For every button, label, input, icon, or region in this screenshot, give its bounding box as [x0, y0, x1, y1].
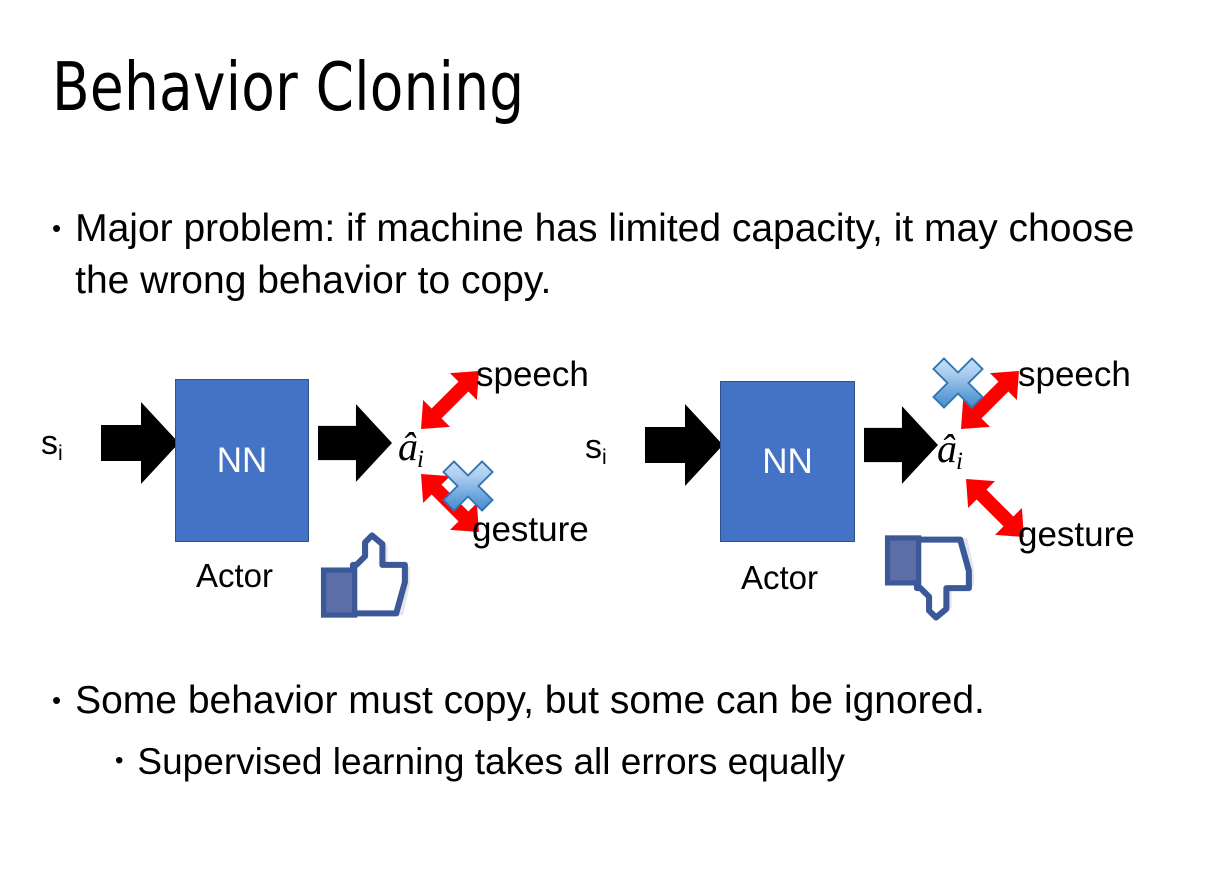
nn-box-left: NN — [175, 379, 309, 542]
actor-caption-left: Actor — [196, 557, 274, 594]
page-title: Behavior Cloning — [52, 48, 525, 126]
nn-box-label: NN — [216, 440, 268, 480]
output-action-subscript: i — [417, 446, 424, 474]
black-arrow-icon-right-out — [864, 406, 938, 484]
bullet-text: Some behavior must copy, but some can be… — [75, 679, 985, 722]
branch-label-right-gesture: gesture — [1018, 515, 1135, 554]
actor-caption-right: Actor — [741, 559, 819, 596]
bullet-item-some-behavior: • Some behavior must copy, but some can … — [52, 675, 1162, 727]
output-action-subscript: i — [956, 448, 963, 476]
thumbs-up-icon-left — [320, 532, 411, 618]
nn-box-right: NN — [720, 381, 855, 542]
branch-label-left-speech: speech — [476, 355, 589, 394]
blue-cross-icon-left-gesture — [442, 460, 494, 512]
branch-label-right-speech: speech — [1018, 355, 1131, 394]
nn-box-label: NN — [762, 441, 813, 481]
output-action-symbol: â — [398, 424, 418, 469]
thumbs-down-icon-right — [884, 535, 975, 621]
input-state-symbol: s — [585, 428, 602, 466]
input-state-symbol: s — [41, 424, 58, 462]
bullet-item-major-problem: • Major problem: if machine has limited … — [52, 203, 1142, 307]
output-action-label-left: âi — [398, 423, 425, 474]
bullet-marker-icon: • — [52, 213, 62, 243]
red-double-arrow-icon-left-speech — [421, 371, 479, 429]
input-state-label-left: si — [41, 424, 63, 465]
blue-cross-icon-right-speech — [932, 357, 984, 409]
black-arrow-icon-left-in — [101, 402, 179, 484]
red-double-arrow-icon-right-speech — [961, 371, 1019, 429]
bullet-text: Major problem: if machine has limited ca… — [75, 207, 1135, 302]
black-arrow-icon-left-out — [318, 404, 392, 482]
output-action-label-right: âi — [937, 425, 964, 476]
output-action-symbol: â — [937, 426, 957, 471]
red-double-arrow-icon-right-gesture — [966, 479, 1024, 537]
input-state-label-right: si — [585, 428, 607, 469]
bullet-marker-icon: • — [115, 747, 124, 774]
bullet-marker-icon: • — [52, 685, 62, 715]
branch-label-left-gesture: gesture — [472, 510, 589, 549]
input-state-subscript: i — [58, 441, 63, 465]
bullet-text: Supervised learning takes all errors equ… — [137, 741, 845, 782]
black-arrow-icon-right-in — [645, 404, 723, 486]
input-state-subscript: i — [602, 445, 607, 469]
bullet-item-supervised-learning: • Supervised learning takes all errors e… — [115, 737, 1165, 787]
